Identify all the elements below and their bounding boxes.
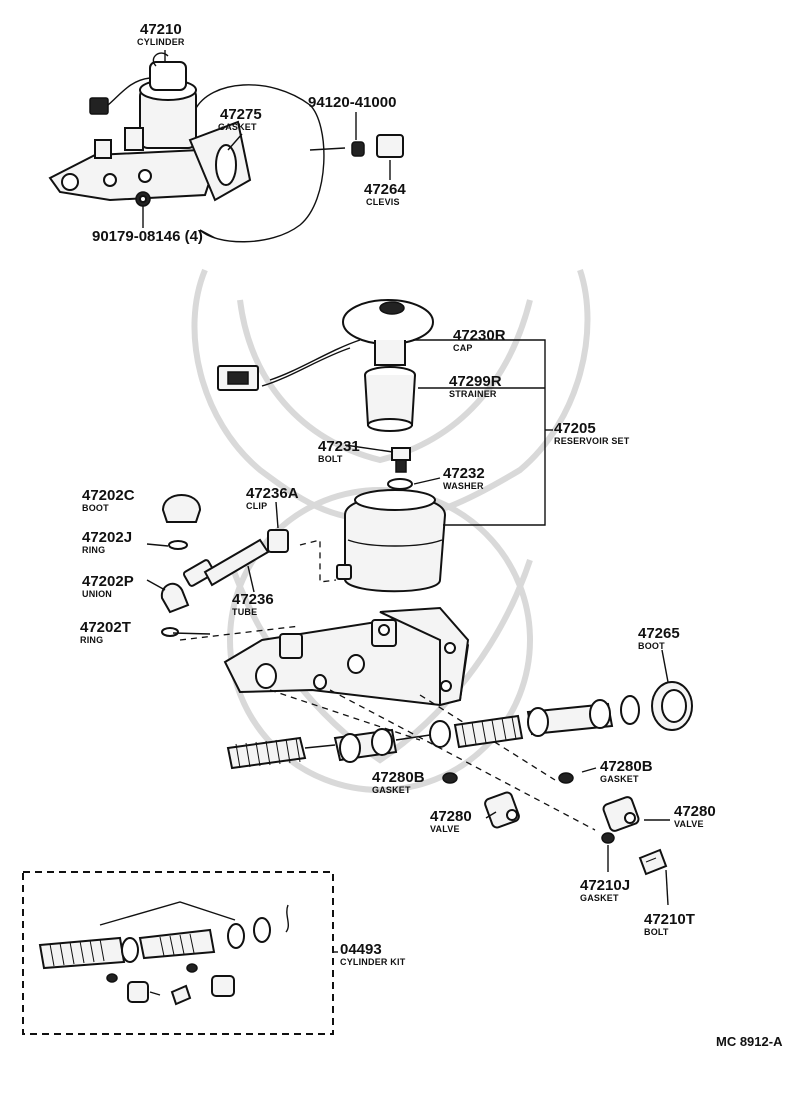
svg-text:BOLT: BOLT <box>644 927 669 937</box>
part-label-47202P: 47202P UNION <box>82 573 134 599</box>
svg-text:47264: 47264 <box>364 181 406 198</box>
svg-text:47236: 47236 <box>232 591 274 608</box>
svg-text:47231: 47231 <box>318 438 360 455</box>
part-label-47202C: 47202C BOOT <box>82 487 135 513</box>
part-label-47205: 47205 RESERVOIR SET <box>554 420 630 446</box>
svg-text:47280B: 47280B <box>372 769 425 786</box>
svg-text:UNION: UNION <box>82 589 112 599</box>
svg-text:CYLINDER KIT: CYLINDER KIT <box>340 957 406 967</box>
svg-text:47202T: 47202T <box>80 619 131 636</box>
part-label-47210: 47210 CYLINDER <box>137 21 185 47</box>
part-label-47280-left: 47280 VALVE <box>430 808 472 834</box>
part-label-47280B-right: 47280B GASKET <box>600 758 653 784</box>
svg-text:RING: RING <box>82 545 105 555</box>
svg-text:90179-08146 (4): 90179-08146 (4) <box>92 228 203 245</box>
svg-text:GASKET: GASKET <box>580 893 619 903</box>
svg-text:47299R: 47299R <box>449 373 502 390</box>
svg-text:RESERVOIR SET: RESERVOIR SET <box>554 436 630 446</box>
svg-text:47230R: 47230R <box>453 327 506 344</box>
part-label-47210T: 47210T BOLT <box>644 911 695 937</box>
svg-text:47280B: 47280B <box>600 758 653 775</box>
svg-text:WASHER: WASHER <box>443 481 484 491</box>
svg-text:VALVE: VALVE <box>430 824 460 834</box>
part-label-04493: 04493 CYLINDER KIT <box>340 941 406 967</box>
svg-text:BOLT: BOLT <box>318 454 343 464</box>
svg-text:47280: 47280 <box>430 808 472 825</box>
part-label-90179: 90179-08146 (4) <box>92 228 203 245</box>
svg-text:47202J: 47202J <box>82 529 132 546</box>
part-label-47280B-left: 47280B GASKET <box>372 769 425 795</box>
cylinder-kit-box <box>22 871 334 1035</box>
svg-text:47202C: 47202C <box>82 487 135 504</box>
svg-text:47265: 47265 <box>638 625 680 642</box>
svg-text:47210J: 47210J <box>580 877 630 894</box>
svg-text:47210: 47210 <box>140 21 182 38</box>
svg-text:47202P: 47202P <box>82 573 134 590</box>
part-label-47275: 47275 GASKET <box>218 106 262 132</box>
svg-text:47232: 47232 <box>443 465 485 482</box>
figure-reference: MC 8912-A <box>716 1034 783 1049</box>
tube-union-group <box>160 494 289 637</box>
part-label-47280-right: 47280 VALVE <box>674 803 716 829</box>
part-label-47232: 47232 WASHER <box>443 465 485 491</box>
svg-text:47280: 47280 <box>674 803 716 820</box>
part-label-47265: 47265 BOOT <box>638 625 680 651</box>
svg-text:GASKET: GASKET <box>218 122 257 132</box>
svg-text:04493: 04493 <box>340 941 382 958</box>
spring-left <box>226 736 307 770</box>
master-cylinder-assembly <box>48 52 404 243</box>
part-label-47299R: 47299R STRAINER <box>449 373 502 399</box>
svg-text:GASKET: GASKET <box>600 774 639 784</box>
part-label-47231: 47231 BOLT <box>318 438 360 464</box>
part-label-47236A: 47236A CLIP <box>246 485 299 511</box>
svg-text:47236A: 47236A <box>246 485 299 502</box>
part-label-47236: 47236 TUBE <box>232 591 274 617</box>
part-label-94120: 94120-41000 <box>308 94 396 111</box>
svg-text:47205: 47205 <box>554 420 596 437</box>
svg-text:CLEVIS: CLEVIS <box>366 197 400 207</box>
svg-text:CAP: CAP <box>453 343 473 353</box>
part-label-47210J: 47210J GASKET <box>580 877 630 903</box>
svg-text:BOOT: BOOT <box>638 641 665 651</box>
part-label-47202T: 47202T RING <box>80 619 131 645</box>
svg-text:TUBE: TUBE <box>232 607 257 617</box>
part-label-47230R: 47230R CAP <box>453 327 506 353</box>
part-label-47264: 47264 CLEVIS <box>364 181 406 207</box>
bolt-47210T <box>638 848 668 876</box>
svg-text:VALVE: VALVE <box>674 819 704 829</box>
gasket-left <box>442 772 458 784</box>
reservoir-set <box>217 299 447 593</box>
svg-text:CLIP: CLIP <box>246 501 267 511</box>
svg-text:47210T: 47210T <box>644 911 695 928</box>
svg-text:STRAINER: STRAINER <box>449 389 497 399</box>
valve-left <box>484 791 520 829</box>
svg-text:RING: RING <box>80 635 103 645</box>
cylinder-body <box>223 606 470 707</box>
gasket-right <box>558 772 574 784</box>
svg-text:GASKET: GASKET <box>372 785 411 795</box>
spring-middle <box>453 714 524 749</box>
svg-text:94120-41000: 94120-41000 <box>308 94 396 111</box>
svg-text:CYLINDER: CYLINDER <box>137 37 185 47</box>
svg-text:47275: 47275 <box>220 106 262 123</box>
part-label-47202J: 47202J RING <box>82 529 132 555</box>
valve-right <box>602 796 640 832</box>
piston-assembly <box>226 681 693 770</box>
svg-text:BOOT: BOOT <box>82 503 109 513</box>
